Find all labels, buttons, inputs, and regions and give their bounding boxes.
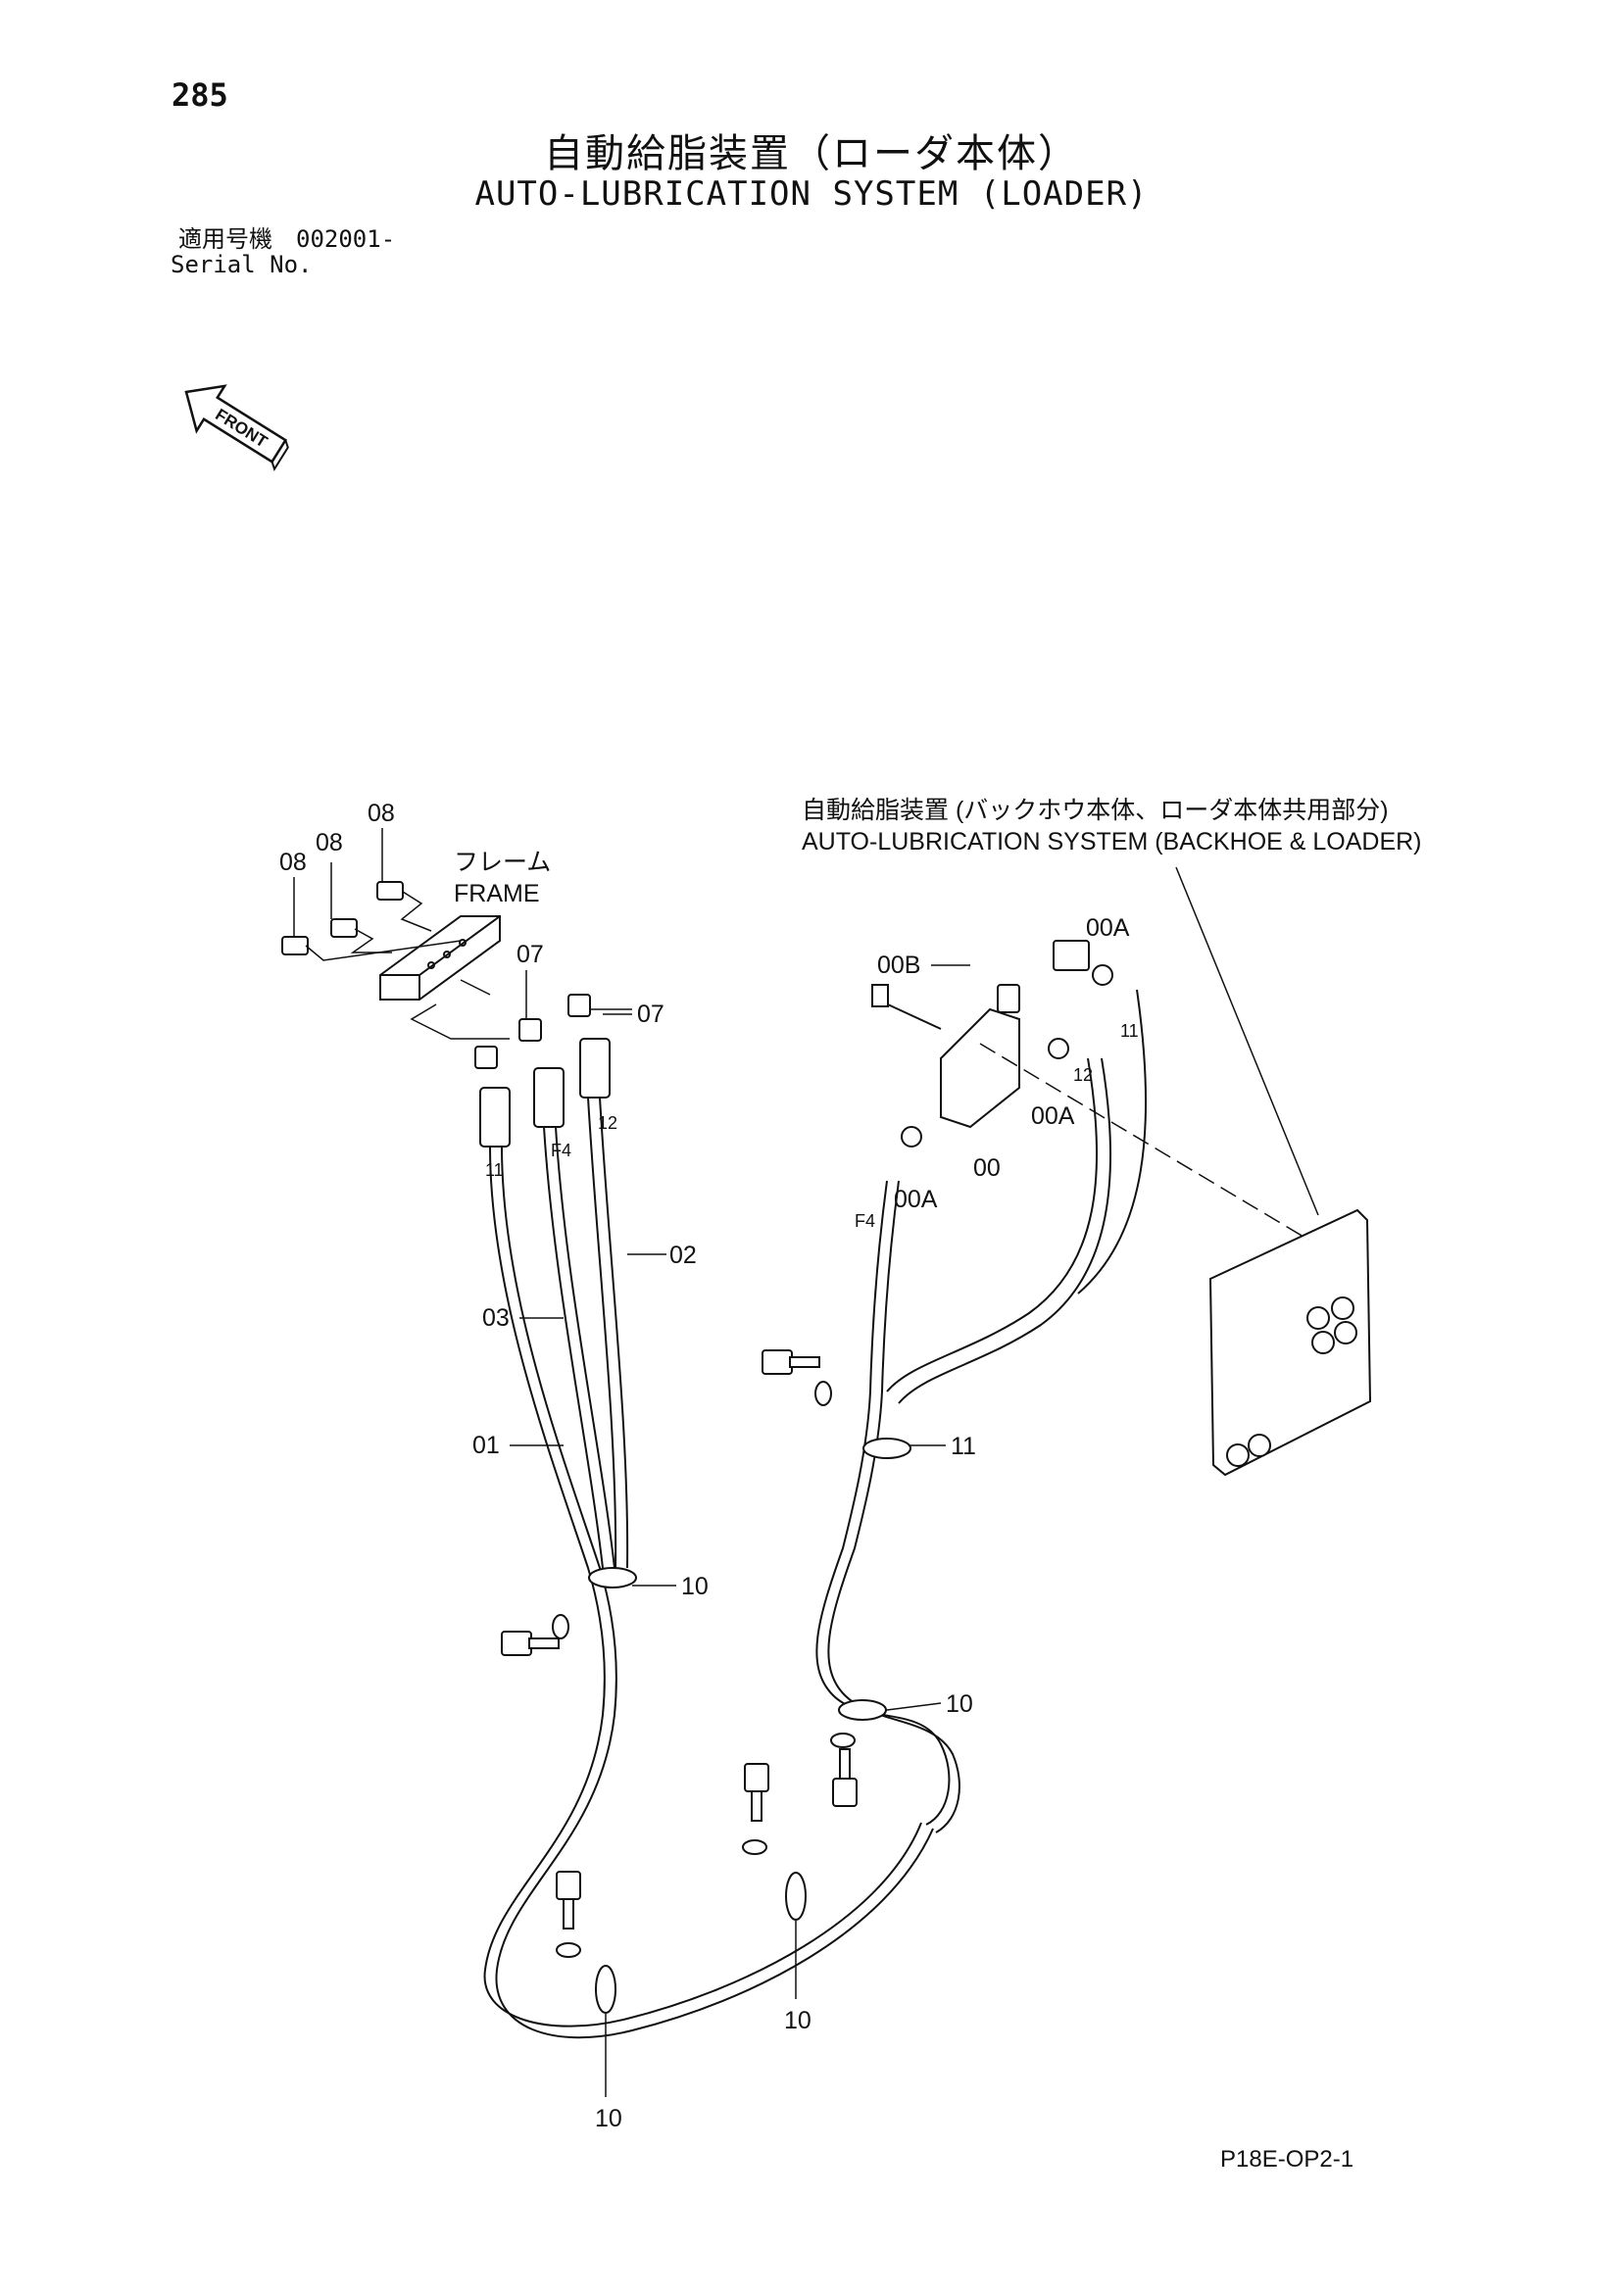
callout-00: 00: [973, 1154, 1001, 1182]
bolt-washer-icon: [501, 1349, 858, 1958]
serial-label-jp: 適用号機 002001-: [178, 225, 396, 253]
callout-10d: 10: [595, 2105, 622, 2132]
hose-tag-12-left: 12: [598, 1113, 617, 1133]
elbow-fitting-07-icon: [474, 994, 591, 1069]
page-number: 285: [172, 76, 228, 114]
shared-unit-label-en: AUTO-LUBRICATION SYSTEM (BACKHOE & LOADE…: [802, 828, 1422, 855]
hose-tag-12-right: 12: [1073, 1065, 1093, 1085]
callout-00a-1: 00A: [1086, 914, 1130, 942]
callout-11: 11: [951, 1433, 976, 1460]
callout-10c: 10: [784, 2007, 812, 2034]
callout-01: 01: [472, 1432, 500, 1459]
frame-label-en: FRAME: [454, 880, 540, 907]
page-title-jp: 自動給脂装置（ローダ本体）: [544, 131, 1079, 176]
shared-unit-label-jp: 自動給脂装置 (バックホウ本体、ローダ本体共用部分): [802, 797, 1389, 824]
frame-block: [379, 915, 501, 1001]
callout-07a: 07: [516, 941, 544, 968]
right-hose-bundle: [815, 989, 1148, 1833]
hose-tag-11-left: 11: [485, 1160, 504, 1180]
hose-tag-f4-left: F4: [551, 1141, 571, 1160]
callout-10b: 10: [946, 1690, 973, 1718]
callout-02: 02: [669, 1242, 697, 1269]
page-title-en: AUTO-LUBRICATION SYSTEM (LOADER): [474, 174, 1149, 214]
callout-03: 03: [482, 1304, 510, 1332]
callout-08a: 08: [368, 800, 395, 827]
callout-08b: 08: [316, 829, 343, 856]
callout-00a-2: 00A: [1031, 1102, 1075, 1130]
callout-10a: 10: [681, 1573, 709, 1600]
callout-00a-3: 00A: [894, 1186, 938, 1213]
callout-00b: 00B: [877, 952, 920, 979]
figure-reference-code: P18E-OP2-1: [1220, 2146, 1354, 2173]
callout-08c: 08: [279, 849, 307, 876]
bolt-icon: [871, 984, 889, 1007]
mounting-plate: [1208, 1208, 1372, 1477]
left-hose-bundle: [483, 1097, 934, 2039]
hose-end-icon: [479, 1038, 611, 1148]
frame-label-jp: フレーム: [454, 849, 551, 876]
front-arrow-icon: FRONT: [184, 384, 289, 471]
grease-fitting-08-icon: [281, 881, 404, 955]
clamp-10-icon: [588, 1438, 911, 2014]
callout-07b: 07: [637, 1001, 664, 1028]
distribution-valve-00: [901, 940, 1113, 1148]
hose-tag-f4-right: F4: [855, 1211, 875, 1231]
serial-label-en: Serial No.: [171, 251, 313, 278]
hose-tag-11-right: 11: [1120, 1021, 1139, 1041]
